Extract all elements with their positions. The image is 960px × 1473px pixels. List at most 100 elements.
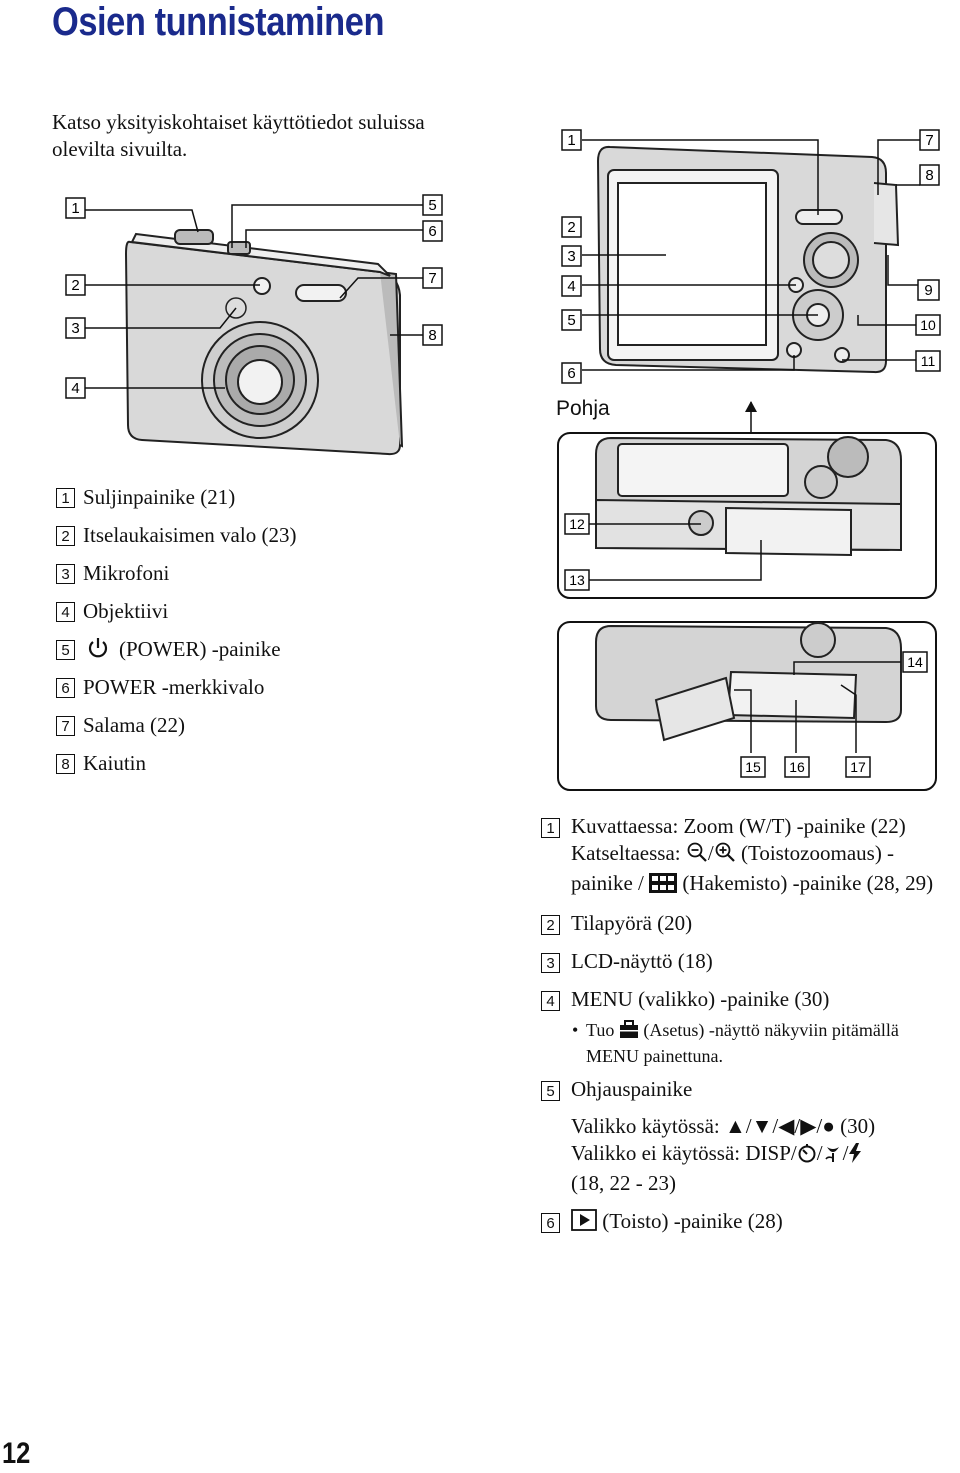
power-icon (87, 637, 109, 666)
list-item: 6 POWER -merkkivalo (56, 673, 296, 711)
item-text: Valikko käytössä: ▲/▼/◀/▶/● (30) (571, 1114, 876, 1138)
self-timer-icon (797, 1143, 817, 1170)
camera-bottom-top (595, 436, 902, 557)
fig-label: 12 (569, 516, 585, 532)
item-text: Valikko ei käytössä: DISP/ (571, 1141, 797, 1165)
item-number: 6 (541, 1213, 560, 1233)
item-text: (Hakemisto) -painike (28, 29) (677, 871, 934, 895)
fig-label: 9 (924, 282, 932, 299)
fig-label: 4 (71, 380, 79, 397)
item-number: 4 (541, 991, 560, 1011)
list-item: 2 Tilapyörä (20) (541, 910, 951, 937)
fig-label: 7 (428, 270, 436, 287)
front-parts-list: 1 Suljinpainike (21) 2 Itselaukaisimen val… (56, 483, 296, 787)
page-title: Osien tunnistaminen (52, 0, 385, 44)
item-number: 4 (56, 602, 75, 622)
item-text: (18, 22 - 23) (571, 1171, 676, 1195)
item-text: MENU (valikko) -painike (30) (571, 987, 830, 1011)
front-camera-figure: 1 2 3 4 5 6 7 8 (65, 194, 443, 456)
fig-label: 15 (745, 759, 761, 775)
item-text: (POWER) -painike (119, 637, 281, 661)
item-number: 5 (541, 1081, 560, 1101)
back-camera-figure: 1 2 3 4 5 6 7 8 9 10 11 (561, 129, 941, 384)
fig-label: 8 (428, 327, 436, 344)
flash-window (295, 284, 347, 302)
item-text: Kaiutin (83, 751, 146, 775)
play-icon (571, 1209, 597, 1238)
list-item: 4 MENU (valikko) -painike (30) • Tuo (Ase… (541, 986, 951, 1068)
fig-label: 1 (71, 200, 79, 217)
self-timer-lamp (253, 277, 271, 295)
item-text: Ohjauspainike (571, 1077, 693, 1101)
item-text: Tilapyörä (20) (571, 911, 693, 935)
fig-label: 6 (428, 223, 436, 240)
item-text: Katseltaessa: (571, 841, 686, 865)
item-number: 3 (541, 953, 560, 973)
fig-label: 11 (921, 353, 936, 369)
item-text: Kuvattaessa: Zoom (W/T) -painike (22) (571, 814, 906, 838)
item-text: (Toisto) -painike (28) (597, 1209, 783, 1233)
list-item: 6 (Toisto) -painike (28) (541, 1208, 951, 1238)
item-number: 6 (56, 678, 75, 698)
zoom-out-icon (686, 841, 708, 870)
list-item: 8 Kaiutin (56, 749, 296, 787)
item-number: 2 (541, 915, 560, 935)
bottom-view-figure: 12 13 14 15 16 17 (557, 401, 937, 791)
list-item: 2 Itselaukaisimen valo (23) (56, 521, 296, 559)
item-text: Salama (22) (83, 713, 186, 737)
list-item: 1 Suljinpainike (21) (56, 483, 296, 521)
fig-label: 5 (567, 312, 575, 329)
fig-label: 1 (567, 132, 575, 149)
item-text: POWER -merkkivalo (83, 675, 265, 699)
item-text: Suljinpainike (21) (83, 485, 236, 509)
camera-bottom-open (595, 622, 902, 742)
sub-note: • Tuo (Asetus) -näyttö näkyviin pitämällä… (572, 1019, 951, 1068)
fig-label: 3 (71, 320, 79, 337)
list-item: 1 Kuvattaessa: Zoom (W/T) -painike (22) … (541, 813, 951, 900)
sub-text: (Asetus) -näyttö näkyviin pitämällä MENU… (586, 1020, 899, 1066)
back-parts-list: 1 Kuvattaessa: Zoom (W/T) -painike (22) … (541, 813, 951, 1238)
camera-back-body (596, 145, 900, 374)
fig-label: 14 (907, 654, 923, 670)
list-item: 3 Mikrofoni (56, 559, 296, 597)
fig-label: 8 (925, 167, 933, 184)
fig-label: 2 (71, 277, 79, 294)
item-text: (Toistozoomaus) -painike / (571, 841, 895, 895)
item-text: Mikrofoni (83, 561, 170, 585)
list-item: 7 Salama (22) (56, 711, 296, 749)
item-text: LCD-näyttö (18) (571, 949, 713, 973)
fig-label: 2 (567, 219, 575, 236)
intro-text: Katso yksityiskohtaiset käyttötiedot sul… (52, 110, 425, 161)
item-number: 3 (56, 564, 75, 584)
fig-label: 7 (925, 132, 933, 149)
sub-text: Tuo (586, 1020, 619, 1040)
macro-flower-icon (823, 1143, 843, 1170)
index-grid-icon (649, 873, 678, 900)
item-number: 8 (56, 754, 75, 774)
item-number: 7 (56, 716, 75, 736)
bottom-view-caption: Pohja (556, 397, 610, 420)
bullet: • (572, 1020, 579, 1040)
toolbox-icon (619, 1019, 639, 1045)
item-number: 2 (56, 526, 75, 546)
zoom-in-icon (714, 841, 736, 870)
list-item: 3 LCD-näyttö (18) (541, 948, 951, 975)
fig-label: 16 (789, 759, 805, 775)
fig-label: 17 (850, 759, 866, 775)
list-item: 5 Ohjauspainike Valikko käytössä: ▲/▼/◀/… (541, 1076, 951, 1197)
flash-icon (848, 1143, 862, 1170)
fig-label: 13 (569, 572, 585, 588)
item-text: Valikko ei käytössä: DISP///(18, 22 - 23… (571, 1140, 951, 1197)
list-item: 5 (POWER) -painike (56, 635, 296, 673)
item-number: 1 (541, 818, 560, 838)
fig-label: 5 (428, 197, 436, 214)
fig-label: 3 (567, 248, 575, 265)
item-text: Itselaukaisimen valo (23) (83, 523, 297, 547)
item-number: 1 (56, 488, 75, 508)
page-number: 12 (2, 1437, 31, 1470)
fig-label: 10 (920, 317, 936, 333)
item-number: 5 (56, 640, 75, 660)
lens (201, 321, 319, 439)
fig-label: 6 (567, 365, 575, 382)
